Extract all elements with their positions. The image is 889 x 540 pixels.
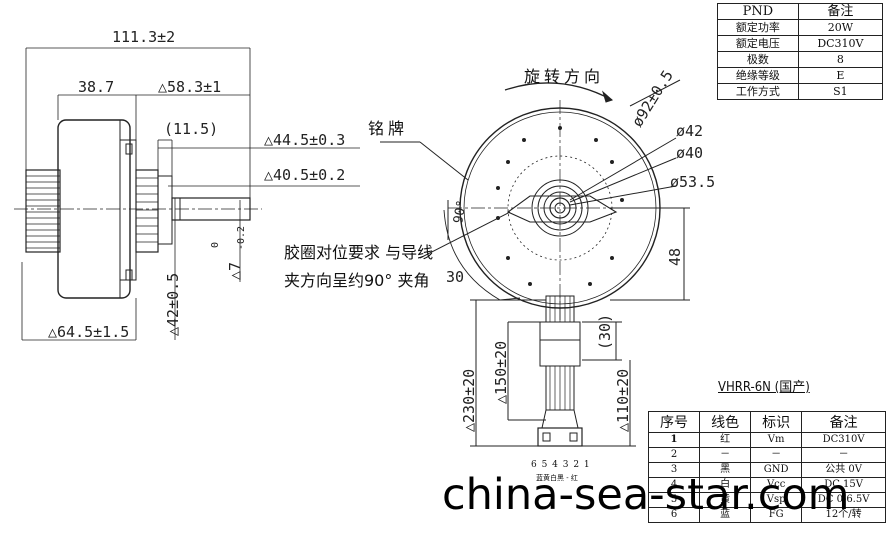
pnd-header-pnd: PND [717, 3, 799, 20]
dim-angle-90: 90° [451, 199, 470, 225]
front-view [380, 79, 690, 447]
dim-d53: ø53.5 [670, 173, 715, 191]
table-cell: － [699, 447, 752, 463]
dim-dia-64: △64.5±1.5 [48, 323, 129, 341]
table-row: 2－－－ [647, 447, 886, 463]
dim-height-48: 48 [666, 248, 684, 266]
table-cell: 12个/转 [801, 507, 886, 523]
note-line1: 胶圈对位要求 与导线 [284, 243, 433, 262]
dim-angle-30: 30 [446, 268, 464, 286]
dim-dia-40: △40.5±0.2 [264, 166, 345, 184]
table-cell: 蓝 [699, 507, 752, 523]
table-cell: 绝缘等级 [717, 67, 799, 84]
dim-dia-42: △42±0.5 [164, 273, 182, 336]
dim-d42: ø42 [676, 122, 703, 140]
side-view [14, 119, 262, 299]
dim-lead-150: △150±20 [492, 341, 510, 404]
dim-shaft-tol-upper: 0 [210, 242, 221, 248]
table-cell: 极数 [717, 51, 799, 68]
note-line2: 夹方向呈约90° 夹角 [284, 271, 429, 290]
dim-body-length: 38.7 [78, 78, 114, 96]
dim-lead-230: △230±20 [460, 369, 478, 432]
table-cell: FG [750, 507, 803, 523]
table-cell: 8 [797, 51, 884, 68]
dim-dia-44: △44.5±0.3 [264, 131, 345, 149]
table-cell: 额定电压 [717, 35, 799, 52]
table-cell: 额定功率 [717, 19, 799, 36]
table-cell: － [750, 447, 803, 463]
wire-header-no: 序号 [647, 411, 701, 433]
dim-shaft-dia: △7 [226, 262, 244, 280]
wire-header-note: 备注 [801, 411, 886, 433]
table-cell: 2 [647, 447, 701, 463]
rotation-label: 旋转方向 [524, 67, 604, 86]
table-cell: DC310V [797, 35, 884, 52]
table-cell: S1 [797, 83, 884, 100]
pnd-header-note: 备注 [797, 3, 884, 20]
dim-overall-length: 111.3±2 [112, 28, 175, 46]
dim-shaft-tol-lower: -0.2 [236, 226, 247, 250]
dim-lead-110: △110±20 [614, 369, 632, 432]
connector-title: VHRR-6N (国产) [718, 380, 810, 395]
table-cell: 20W [797, 19, 884, 36]
table-cell: － [801, 447, 886, 463]
dim-outer-dia: ø92±0.5 [628, 67, 677, 130]
table-cell: 1 [647, 432, 701, 448]
table-cell: 红 [699, 432, 752, 448]
table-cell: Vm [750, 432, 803, 448]
watermark: china-sea-star.com [442, 470, 850, 520]
dim-lead-30: (30) [596, 314, 614, 350]
nameplate-label: 铭牌 [368, 119, 408, 138]
connector-pin-colors: 蓝黄白黑 - 红 [536, 474, 578, 482]
dim-shaft-length: △58.3±1 [158, 78, 221, 96]
table-cell: DC310V [801, 432, 886, 448]
table-cell: 6 [647, 507, 701, 523]
dim-d40: ø40 [676, 144, 703, 162]
table-cell: E [797, 67, 884, 84]
dim-hub-offset: (11.5) [164, 120, 218, 138]
wire-header-id: 标识 [750, 411, 803, 433]
wire-header-color: 线色 [699, 411, 752, 433]
table-cell: 工作方式 [717, 83, 799, 100]
connector-pin-numbers: 6 5 4 3 2 1 [531, 460, 591, 470]
